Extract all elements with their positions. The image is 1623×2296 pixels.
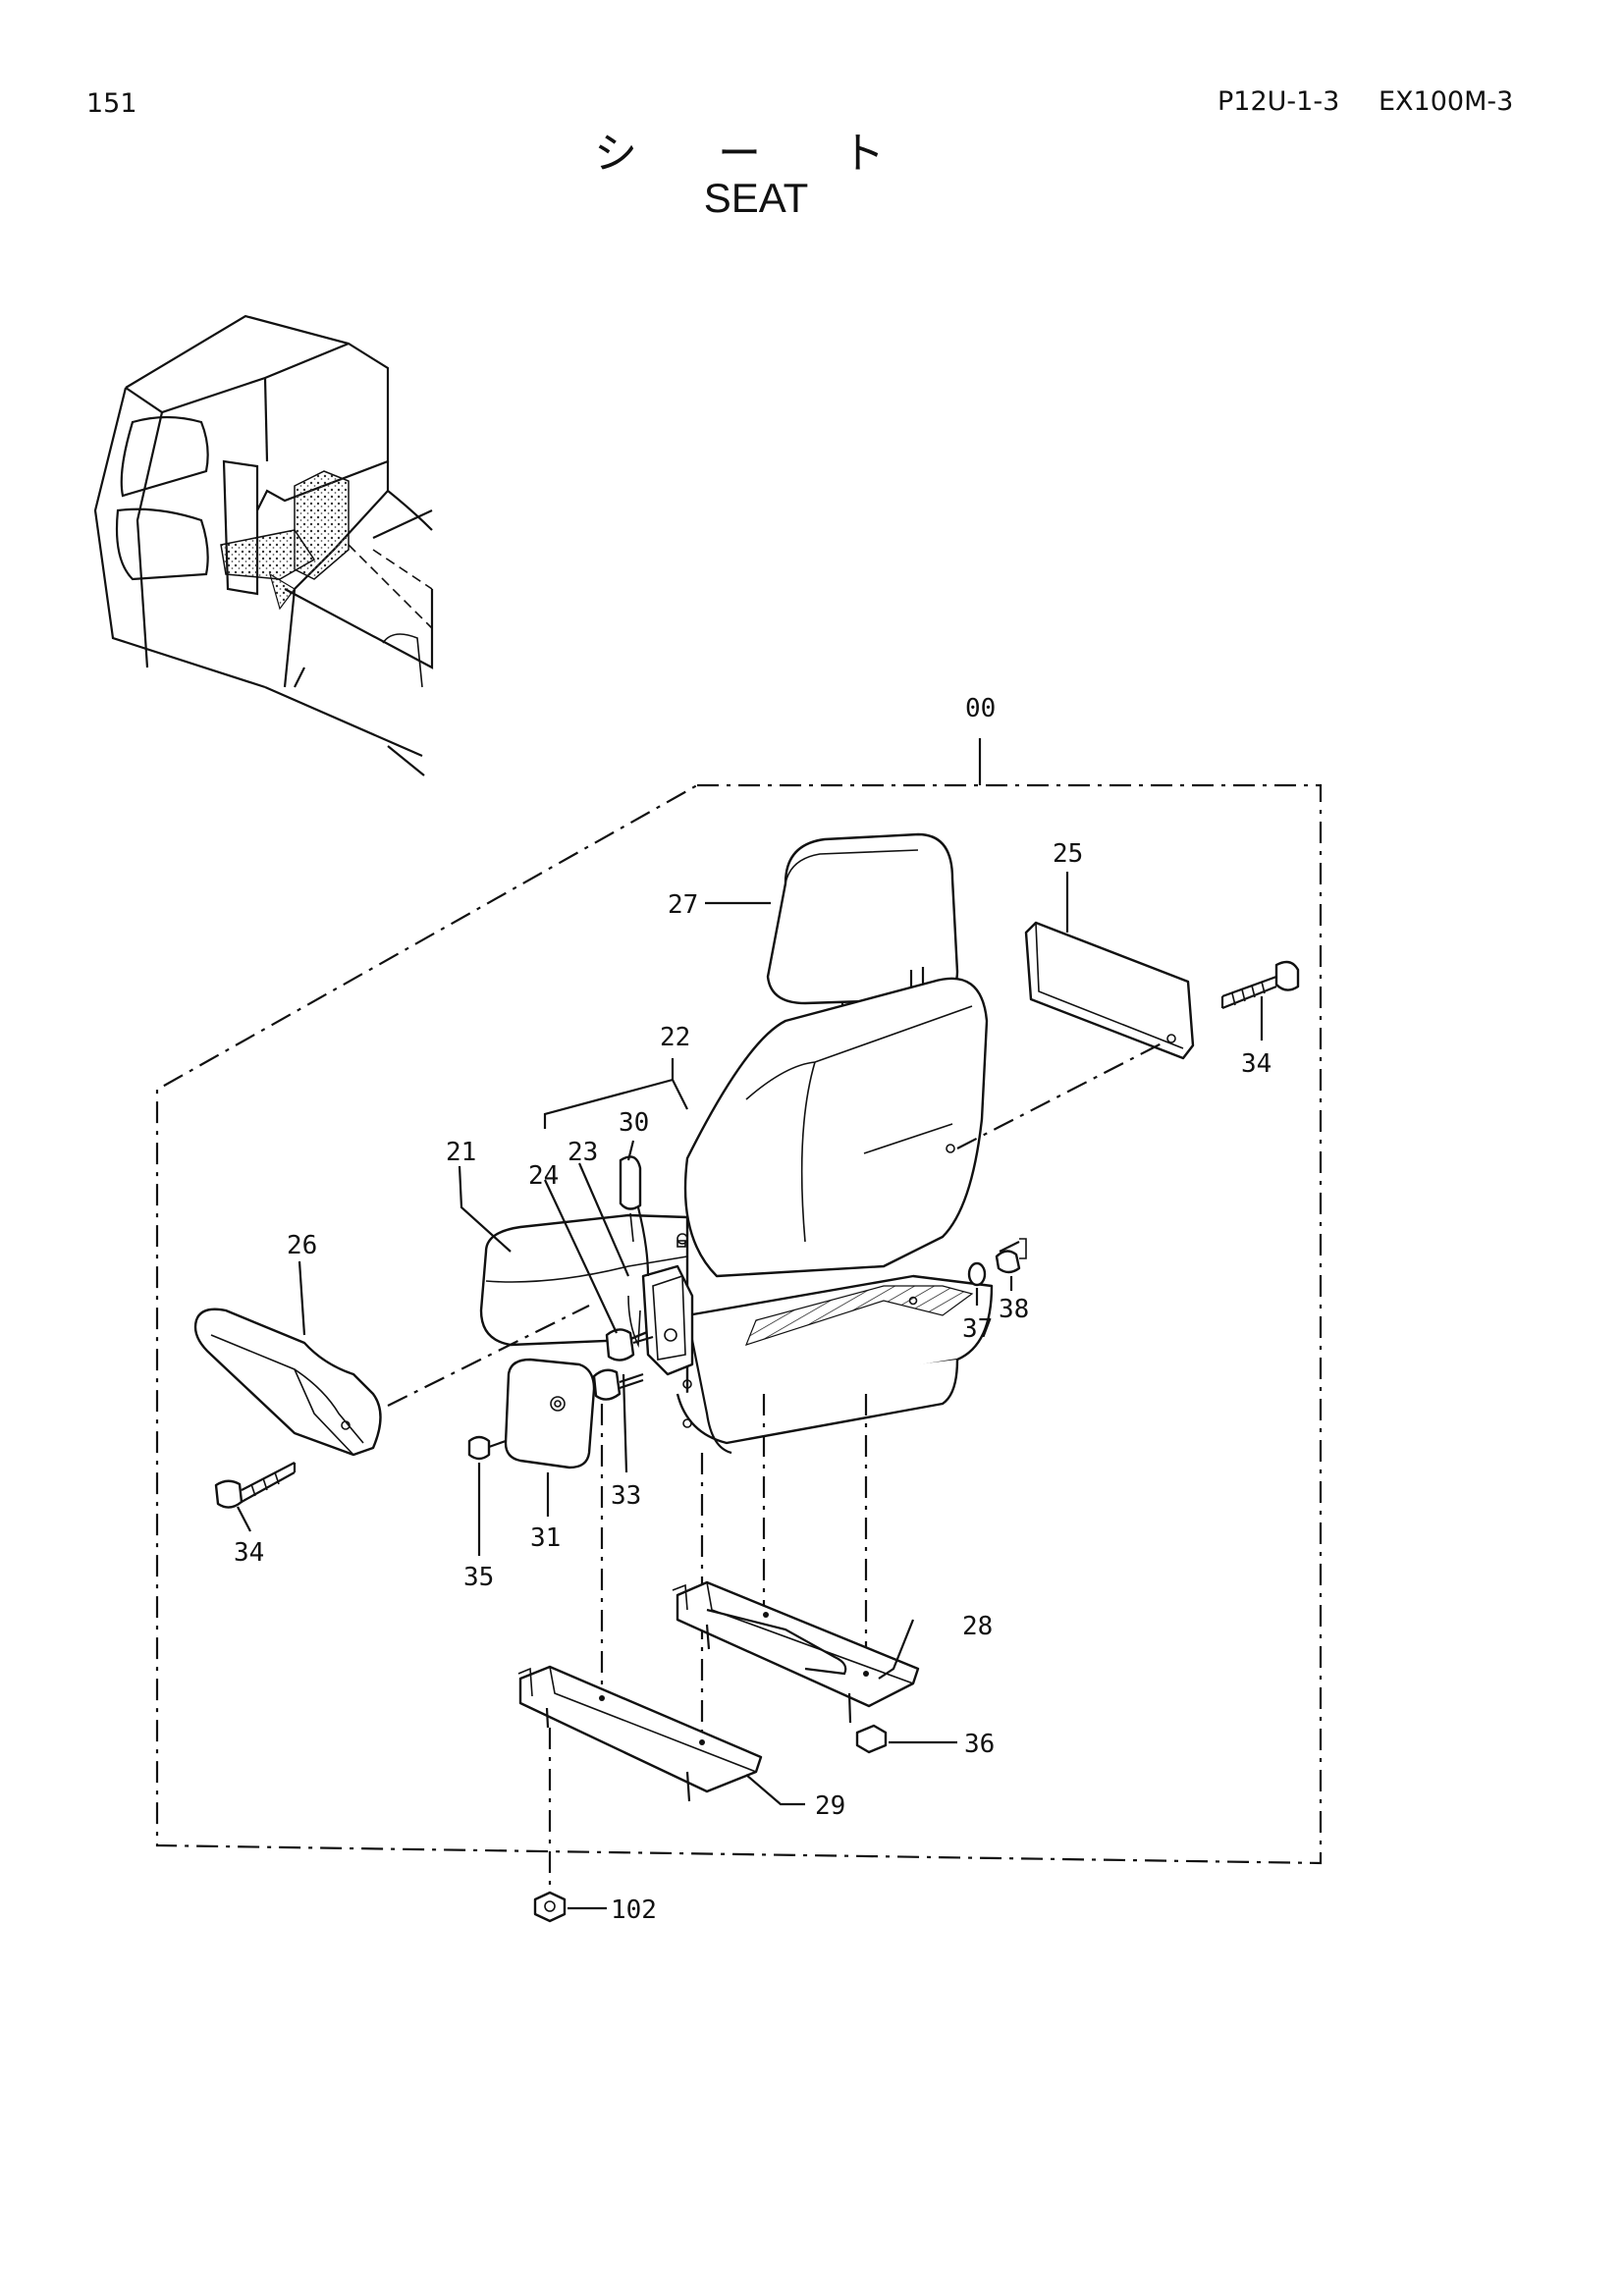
callout-29: 29 [815, 1791, 845, 1821]
bolt-38 [995, 1238, 1027, 1274]
screw-35 [467, 1435, 507, 1461]
cab-locator-view [93, 314, 434, 776]
assembly-boundary [155, 783, 1323, 1865]
callout-26: 26 [287, 1231, 317, 1260]
callout-33: 33 [611, 1481, 641, 1511]
seat-cushion [479, 1213, 994, 1455]
catalog-code: P12U-1-3 [1217, 86, 1340, 117]
model-name: EX100M-3 [1379, 86, 1514, 117]
slide-rail-29 [517, 1665, 763, 1802]
armrest-left [193, 1305, 590, 1457]
callout-labels: 00 27 25 34 22 30 23 24 21 26 37 38 33 3… [234, 694, 1271, 1925]
callout-00: 00 [965, 694, 996, 723]
bolt-33 [592, 1368, 644, 1401]
callout-28: 28 [962, 1612, 993, 1641]
nut-102 [533, 1891, 567, 1923]
callout-35: 35 [463, 1563, 494, 1592]
callout-34-left: 34 [234, 1538, 264, 1568]
recline-mechanism [627, 1206, 694, 1376]
callout-38: 38 [999, 1295, 1029, 1324]
side-cover [504, 1358, 596, 1469]
callout-30: 30 [619, 1108, 649, 1138]
callout-36: 36 [964, 1730, 995, 1759]
armrest-right [956, 921, 1195, 1149]
leader-lines [237, 872, 1264, 1910]
slide-rail-28 [672, 1580, 920, 1724]
page-number: 151 [86, 88, 137, 119]
seat-back [683, 977, 989, 1278]
title-japanese: シ ー ト [594, 129, 918, 179]
title-english: SEAT [703, 175, 809, 221]
callout-37: 37 [962, 1314, 993, 1344]
callout-27: 27 [668, 890, 698, 920]
bolt-34-left [214, 1462, 297, 1509]
callout-22: 22 [660, 1023, 690, 1052]
callout-34-right: 34 [1241, 1049, 1271, 1079]
callout-24: 24 [528, 1161, 559, 1191]
callout-102: 102 [611, 1896, 657, 1925]
bolt-34-right [1220, 960, 1300, 1010]
callout-21: 21 [446, 1138, 476, 1167]
callout-25: 25 [1053, 839, 1083, 869]
bolt-24 [605, 1328, 654, 1362]
washer-37 [967, 1261, 987, 1287]
nut-36 [855, 1724, 888, 1754]
callout-31: 31 [530, 1523, 561, 1553]
callout-23: 23 [568, 1138, 598, 1167]
